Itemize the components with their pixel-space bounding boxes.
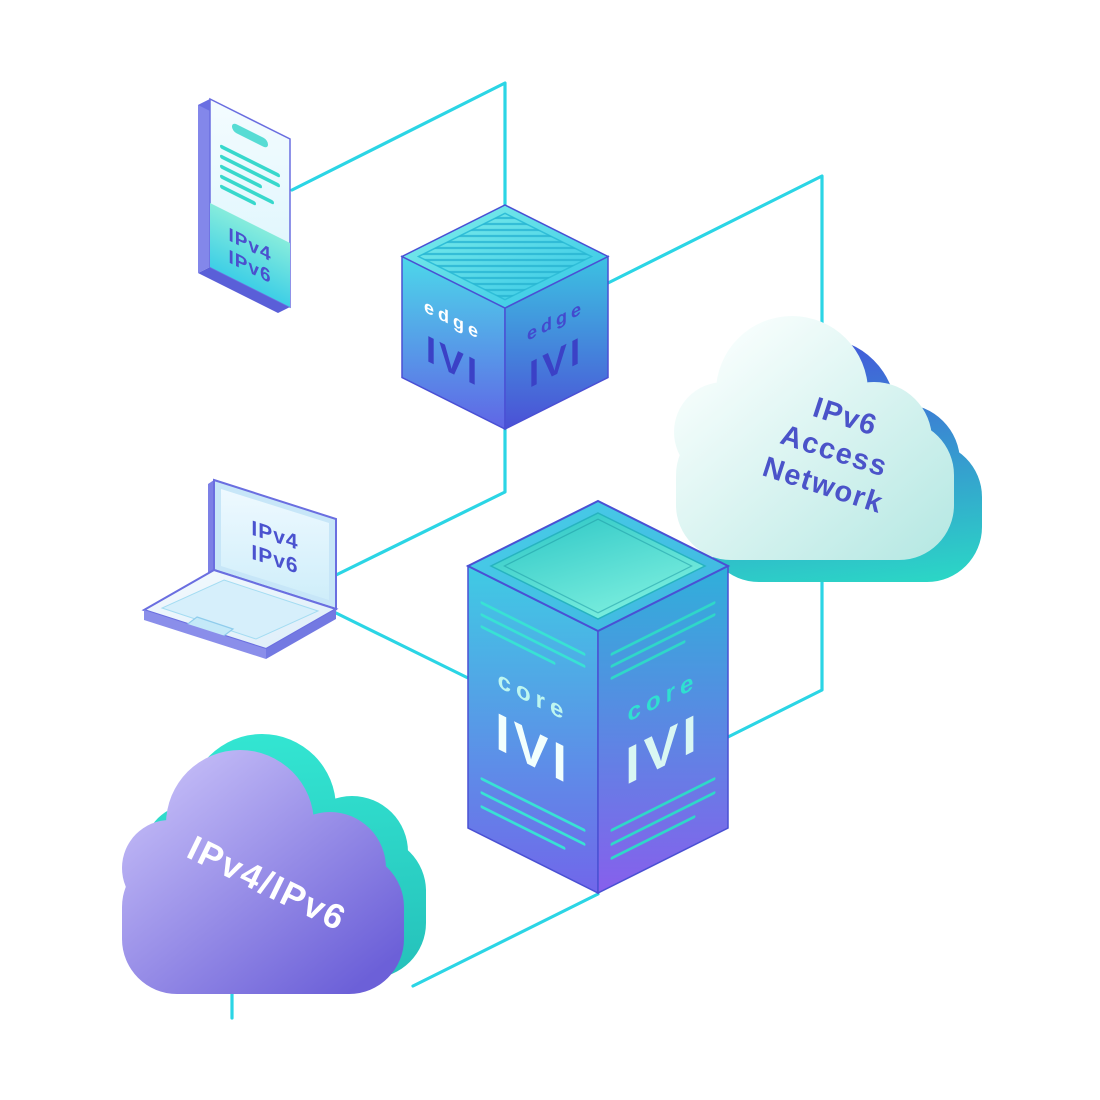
core-router-node: core IVI core IVI — [465, 499, 731, 895]
core-top-inner-line — [503, 518, 693, 614]
phone-text-lines — [220, 144, 280, 206]
connector-core-to-dual-cloud — [411, 892, 600, 988]
smartphone-node: IPv4 IPv6 — [198, 97, 291, 313]
phone-notch-icon — [232, 123, 268, 148]
phone-bottom-bevel — [198, 267, 290, 313]
core-left-top-stripes — [480, 601, 586, 668]
edge-top-face — [400, 204, 610, 309]
ipv6-access-network-cloud: IPv6 Access Network — [674, 316, 982, 582]
phone-bottom-panel — [210, 203, 290, 307]
laptop-front-edge — [144, 610, 266, 659]
edge-router-node: edge IVI edge IVI — [400, 204, 610, 431]
dual-cloud-front — [122, 750, 404, 994]
laptop-right-edge — [266, 609, 336, 659]
core-right-top-stripes — [610, 601, 716, 680]
laptop-screen-face — [221, 489, 329, 600]
laptop-screen-bevel — [208, 480, 214, 574]
phone-side-face — [198, 99, 210, 273]
connector-edge-to-laptop — [330, 427, 507, 579]
core-right-bottom-stripes — [610, 777, 716, 860]
ipv4-ipv6-cloud: IPv4/IPv6 — [122, 734, 426, 994]
laptop-node: IPv4 IPv6 — [141, 478, 339, 659]
connector-laptop-to-core — [332, 610, 470, 680]
connector-phone-to-edge — [290, 81, 507, 209]
core-top-panel — [489, 512, 707, 620]
core-left-bottom-stripes — [480, 777, 586, 850]
access-cloud-front — [674, 316, 954, 560]
laptop-keyboard — [160, 579, 320, 640]
